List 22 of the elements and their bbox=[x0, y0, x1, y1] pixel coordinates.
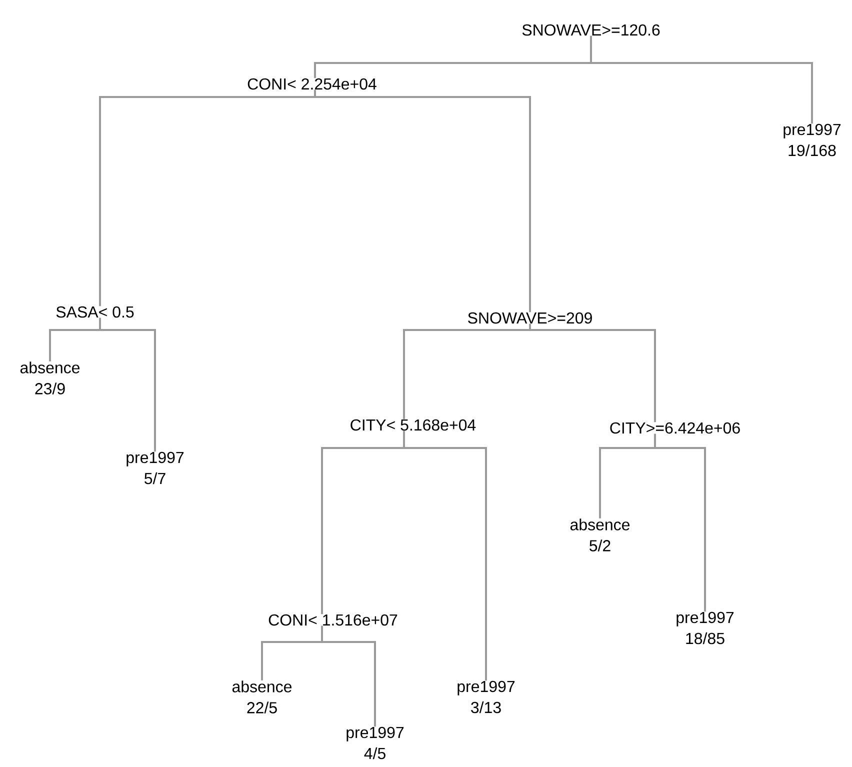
leaf-label: pre1997 5/7 bbox=[124, 450, 186, 486]
split-condition: CITY>=6.424e+06 bbox=[608, 421, 742, 435]
leaf-label: pre1997 18/85 bbox=[674, 610, 736, 646]
tree-branch bbox=[99, 318, 156, 452]
split-condition: CITY< 5.168e+04 bbox=[348, 418, 478, 432]
split-condition: CONI< 1.516e+07 bbox=[267, 613, 399, 627]
leaf-label: absence 5/2 bbox=[568, 518, 632, 552]
leaf-label: absence 22/5 bbox=[230, 680, 294, 714]
tree-branch bbox=[314, 90, 531, 312]
split-condition: SASA< 0.5 bbox=[54, 305, 136, 319]
tree-branch bbox=[321, 626, 376, 727]
leaf-label: pre1997 4/5 bbox=[344, 726, 406, 760]
tree-branch bbox=[529, 324, 656, 422]
tree-branch bbox=[654, 434, 706, 612]
leaf-label: pre1997 3/13 bbox=[456, 680, 516, 714]
leaf-label: pre1997 19/168 bbox=[782, 122, 842, 158]
split-condition: CONI< 2.254e+04 bbox=[246, 77, 378, 91]
leaf-label: absence 23/9 bbox=[18, 360, 82, 396]
tree-branch bbox=[403, 430, 487, 681]
tree-branch bbox=[590, 36, 813, 124]
split-condition: SNOWAVE>=120.6 bbox=[520, 23, 662, 37]
split-condition: SNOWAVE>=209 bbox=[466, 311, 594, 325]
